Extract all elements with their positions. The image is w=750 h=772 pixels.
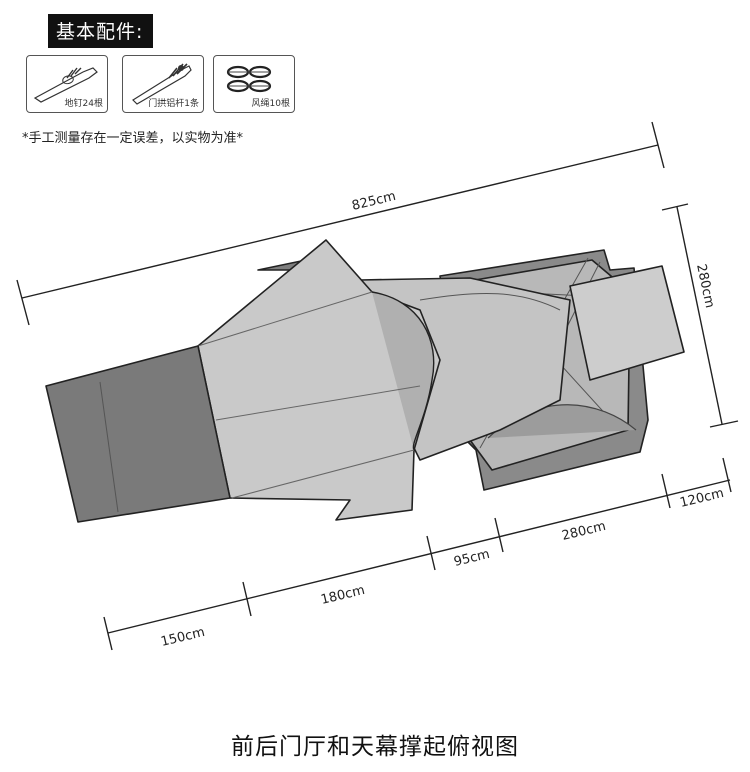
accessories-heading: 基本配件:: [48, 14, 154, 48]
segment-label-2: 180cm: [319, 583, 366, 608]
rear-awning: [569, 265, 685, 381]
measurement-note: *手工测量存在一定误差，以实物为准*: [22, 131, 244, 146]
segment-label-3: 95cm: [452, 547, 491, 570]
accessory-ground-stakes: 地钉24根: [26, 55, 108, 113]
accessory-aluminum-pole: 门拱铝杆1条: [122, 55, 204, 113]
wind-rope-icon: [226, 65, 272, 93]
front-awning: [45, 345, 231, 523]
accessory-label: 门拱铝杆1条: [148, 99, 199, 109]
total-length-label: 825cm: [350, 189, 397, 214]
segment-label-4: 280cm: [560, 519, 607, 544]
accessory-label: 地钉24根: [64, 99, 103, 109]
segment-label-1: 150cm: [159, 625, 206, 650]
diagram-caption: 前后门厅和天幕撑起俯视图: [231, 734, 519, 760]
accessory-wind-ropes: 风绳10根: [213, 55, 295, 113]
front-door-arc: [371, 291, 435, 451]
tent-shape: [45, 239, 685, 523]
aluminum-pole-icon: [132, 63, 192, 105]
accessory-label: 风绳10根: [251, 99, 290, 109]
ground-stake-icon: [33, 67, 98, 103]
segment-label-5: 120cm: [678, 486, 725, 511]
